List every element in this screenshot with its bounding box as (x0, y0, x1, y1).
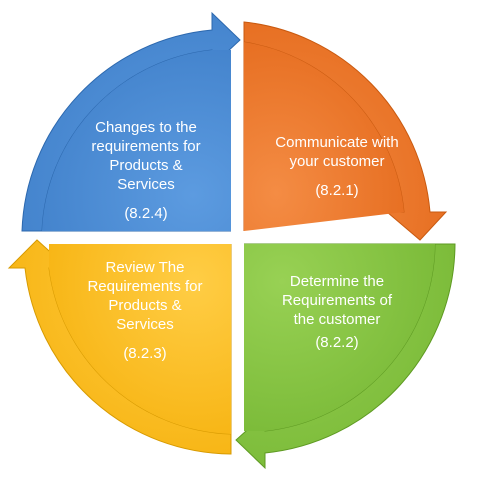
quadrant-top-right (243, 21, 448, 241)
label-changes-requirements: Changes to the requirements for Products… (61, 118, 231, 223)
label-determine-requirements: Determine the Requirements of the custom… (252, 272, 422, 352)
clause-code: (8.2.1) (315, 182, 359, 199)
label-line: Requirements for (87, 278, 203, 295)
clause-code: (8.2.4) (124, 205, 168, 222)
label-line: Review The (105, 259, 185, 276)
quadrant-bottom-left (7, 239, 232, 455)
clause-code: (8.2.3) (123, 345, 167, 362)
label-line: requirements for (91, 138, 201, 155)
label-line: the customer (293, 311, 381, 328)
label-communicate-customer: Communicate with your customer (8.2.1) (252, 133, 422, 200)
label-line: Services (116, 316, 174, 333)
quadrant-bottom-right (235, 243, 456, 470)
label-line: Communicate with (275, 134, 399, 151)
label-line: your customer (289, 153, 385, 170)
clause-code: (8.2.2) (315, 334, 359, 351)
label-line: Changes to the (95, 119, 197, 136)
quadrant-top-left (21, 11, 241, 232)
label-line: Determine the (289, 273, 385, 290)
label-line: Services (117, 176, 175, 193)
label-line: Products & (109, 157, 183, 174)
label-line: Products & (108, 297, 182, 314)
label-line: Requirements of (281, 292, 393, 309)
label-review-requirements: Review The Requirements for Products & S… (60, 258, 230, 363)
